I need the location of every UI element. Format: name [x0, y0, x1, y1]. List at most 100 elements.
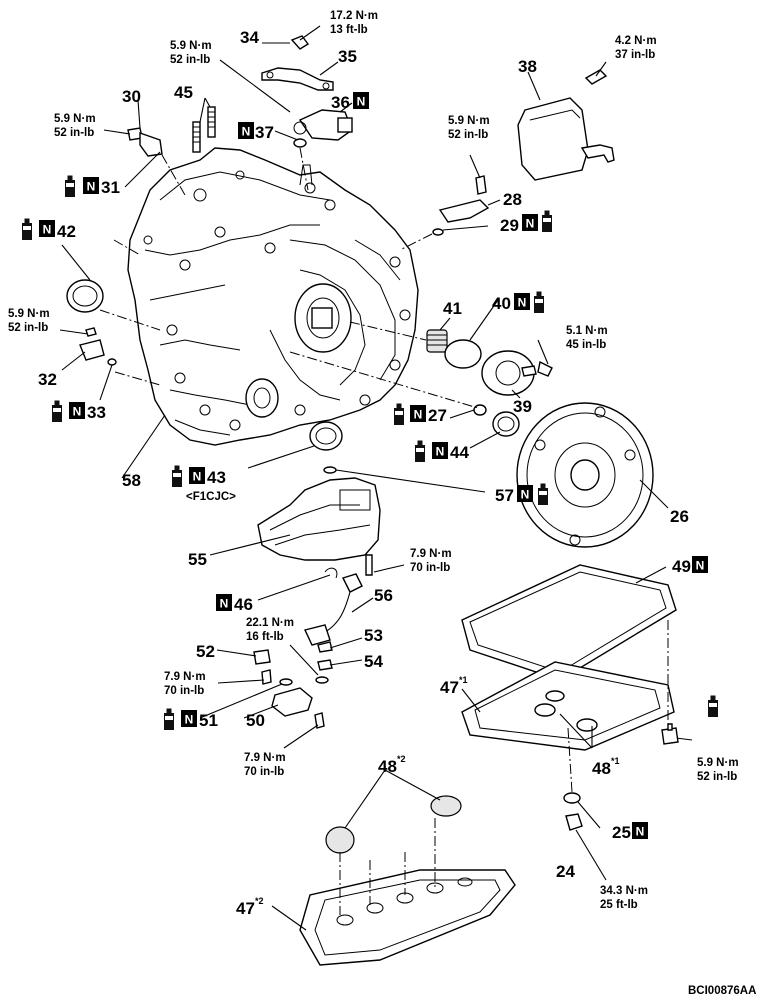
- torque-55: 7.9 N·m 70 in-lb: [410, 548, 452, 574]
- label-29: 29: [500, 216, 519, 235]
- svg-text:5.1 N·m: 5.1 N·m: [566, 325, 608, 337]
- part-48-magnets: [325, 795, 462, 854]
- svg-text:16 ft-lb: 16 ft-lb: [246, 631, 284, 643]
- label-24: 24: [556, 862, 575, 881]
- part-37-washer: [293, 138, 307, 148]
- part-36-range-switch: [293, 109, 353, 141]
- part-55-valve-body: [257, 477, 381, 576]
- new-part-symbol-42: [39, 220, 55, 237]
- svg-text:5.9 N·m: 5.9 N·m: [697, 757, 739, 769]
- label-44: 44: [450, 443, 469, 462]
- svg-text:70 in-lb: 70 in-lb: [164, 685, 204, 697]
- part-49-gasket: [461, 564, 677, 681]
- label-32: 32: [38, 370, 57, 389]
- label-56: 56: [374, 586, 393, 605]
- new-part-symbol-49: [692, 556, 708, 573]
- label-34: 34: [240, 28, 259, 47]
- torque-28: 5.9 N·m 52 in-lb: [448, 115, 490, 141]
- svg-text:37 in-lb: 37 in-lb: [615, 49, 655, 61]
- label-51: 51: [199, 711, 218, 730]
- torque-34: 17.2 N·m 13 ft-lb: [330, 10, 378, 36]
- torque-50: 7.9 N·m 70 in-lb: [244, 752, 286, 778]
- label-54: 54: [364, 652, 383, 671]
- label-31: 31: [101, 178, 120, 197]
- label-52: 52: [196, 642, 215, 661]
- part-38-oil-cooler: [517, 69, 615, 181]
- variant-note: <F1CJC>: [186, 491, 236, 503]
- label-48b-superscript: *2: [397, 754, 406, 764]
- sealant-tube-icon-29: [542, 210, 552, 232]
- part-40-oring: [444, 339, 482, 369]
- new-part-symbol-33: [69, 402, 85, 419]
- part-52-bracket: [253, 649, 271, 665]
- label-58: 58: [122, 471, 141, 490]
- new-part-symbol-37: [238, 122, 254, 139]
- torque-39: 5.1 N·m 45 in-lb: [566, 325, 608, 351]
- label-48a-superscript: *1: [611, 756, 620, 766]
- svg-text:34.3 N·m: 34.3 N·m: [600, 885, 648, 897]
- label-46: 46: [234, 595, 253, 614]
- torque-49: 5.9 N·m 52 in-lb: [697, 757, 739, 783]
- label-28: 28: [503, 190, 522, 209]
- torque-38: 4.2 N·m 37 in-lb: [615, 35, 657, 61]
- label-30: 30: [122, 87, 141, 106]
- svg-text:5.9 N·m: 5.9 N·m: [170, 40, 212, 52]
- label-47b: 47: [236, 899, 255, 918]
- part-41-filter: [426, 329, 448, 353]
- svg-text:17.2 N·m: 17.2 N·m: [330, 10, 378, 22]
- label-39: 39: [513, 397, 532, 416]
- svg-text:52 in-lb: 52 in-lb: [8, 322, 48, 334]
- part-30-sensor: [127, 127, 163, 157]
- svg-text:7.9 N·m: 7.9 N·m: [244, 752, 286, 764]
- label-50: 50: [246, 711, 265, 730]
- new-part-symbol-51: [181, 710, 197, 727]
- label-38: 38: [518, 57, 537, 76]
- figure-code: BCI00876AA: [688, 985, 756, 997]
- svg-text:4.2 N·m: 4.2 N·m: [615, 35, 657, 47]
- label-48b: 48: [378, 757, 397, 776]
- label-27: 27: [428, 406, 447, 425]
- part-46-clip: [324, 567, 338, 579]
- new-part-symbol-44: [432, 442, 448, 459]
- new-part-symbol-36: [353, 92, 369, 109]
- part-39-cover: [481, 350, 553, 396]
- label-42: 42: [57, 222, 76, 241]
- new-part-symbol-40: [514, 293, 530, 310]
- part-24-drain-plug: [565, 813, 583, 831]
- label-53: 53: [364, 626, 383, 645]
- label-36: 36: [331, 93, 350, 112]
- new-part-symbol-43: [189, 467, 205, 484]
- new-part-symbol-29: [522, 214, 538, 231]
- part-57-oring: [323, 466, 337, 474]
- part-47-oil-pan-2: [299, 869, 516, 966]
- bolts-small: [521, 365, 679, 745]
- torque-37: 5.9 N·m 52 in-lb: [170, 40, 212, 66]
- label-45: 45: [174, 83, 193, 102]
- new-part-symbol-27: [410, 405, 426, 422]
- torque-32: 5.9 N·m 52 in-lb: [8, 308, 50, 334]
- part-50-strainer: [261, 669, 325, 729]
- part-43-seal: [309, 421, 343, 451]
- svg-text:52 in-lb: 52 in-lb: [170, 54, 210, 66]
- center-lines: [99, 147, 669, 915]
- svg-text:7.9 N·m: 7.9 N·m: [410, 548, 452, 560]
- part-25-gasket: [563, 792, 581, 804]
- torque-30: 5.9 N·m 52 in-lb: [54, 113, 96, 139]
- part-29-oring: [432, 228, 444, 236]
- part-27-oring: [473, 404, 487, 416]
- sealant-tube-icon-31: [65, 175, 75, 197]
- label-41: 41: [443, 299, 462, 318]
- sealant-tube-icon-33: [52, 400, 62, 422]
- label-47a-superscript: *1: [459, 675, 468, 685]
- svg-text:52 in-lb: 52 in-lb: [448, 129, 488, 141]
- transaxle-case: [127, 147, 419, 446]
- label-43: 43: [207, 468, 226, 487]
- part-53-54-bolts: [315, 641, 333, 684]
- svg-text:5.9 N·m: 5.9 N·m: [54, 113, 96, 125]
- label-26: 26: [670, 507, 689, 526]
- label-49: 49: [672, 557, 691, 576]
- torque-56: 22.1 N·m 16 ft-lb: [246, 617, 294, 643]
- svg-text:25 ft-lb: 25 ft-lb: [600, 899, 638, 911]
- sealant-tube-icon-40: [534, 291, 544, 313]
